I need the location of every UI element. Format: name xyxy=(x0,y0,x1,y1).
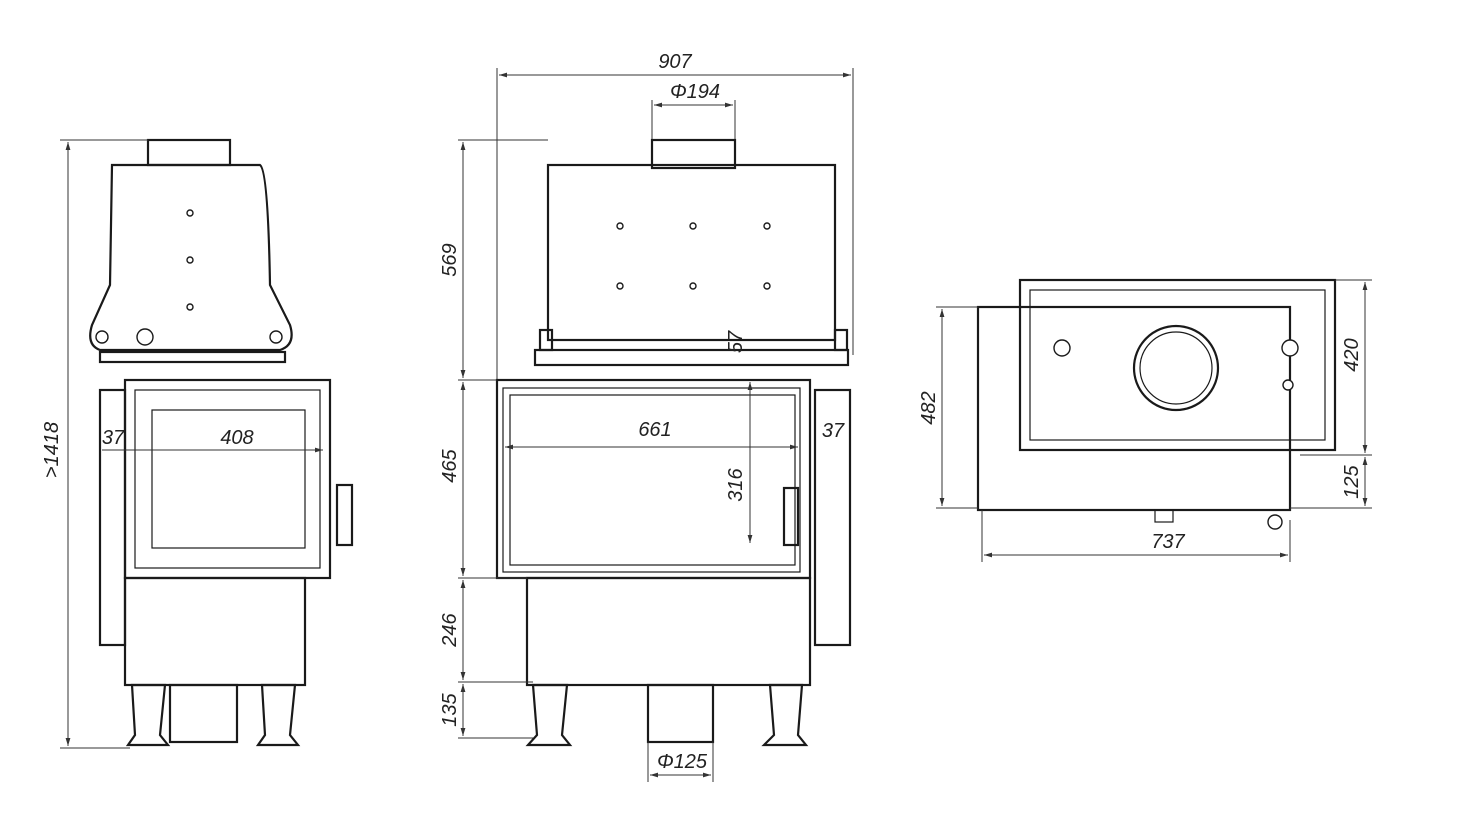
glass-width-dimension: 661 xyxy=(638,419,671,441)
front-view: 907 Φ194 Φ125 569 465 246 135 57 xyxy=(439,51,854,782)
base-height-dimension: 246 xyxy=(439,612,461,647)
glass-height-dimension: 316 xyxy=(725,467,747,501)
side-offset-dimension: 37 xyxy=(102,427,125,449)
depth-dimension: 482 xyxy=(918,391,940,424)
flue-outlet xyxy=(650,138,737,170)
door-handle xyxy=(335,483,354,547)
upper-height-dimension: 569 xyxy=(439,243,461,276)
flue-outlet xyxy=(146,138,232,167)
air-inlet xyxy=(646,683,715,744)
width-dimension: 737 xyxy=(1151,531,1185,553)
side-view: >1418 37 408 xyxy=(41,138,354,749)
firebox-height-dimension: 465 xyxy=(439,448,461,482)
front-depth-dimension: 125 xyxy=(1341,464,1363,498)
side-offset-dimension: 37 xyxy=(822,420,845,442)
upper-hood xyxy=(546,163,837,342)
upper-hood xyxy=(89,163,293,352)
door-handle xyxy=(782,486,800,547)
flue-diameter-dimension: Φ194 xyxy=(670,81,720,103)
firebox xyxy=(495,378,812,580)
leg-height-dimension: 135 xyxy=(439,692,461,726)
width-dimension: 907 xyxy=(658,51,692,73)
height-dimension: >1418 xyxy=(41,422,63,478)
air-inlet-dimension: Φ125 xyxy=(657,751,708,773)
body-outline xyxy=(1018,278,1337,452)
body-depth-dimension: 420 xyxy=(1341,338,1363,371)
glass-width-dimension: 408 xyxy=(220,427,253,449)
top-view: 482 420 125 737 xyxy=(918,278,1372,562)
flue-opening xyxy=(1132,324,1220,412)
offset-dimension: 57 xyxy=(725,330,747,353)
